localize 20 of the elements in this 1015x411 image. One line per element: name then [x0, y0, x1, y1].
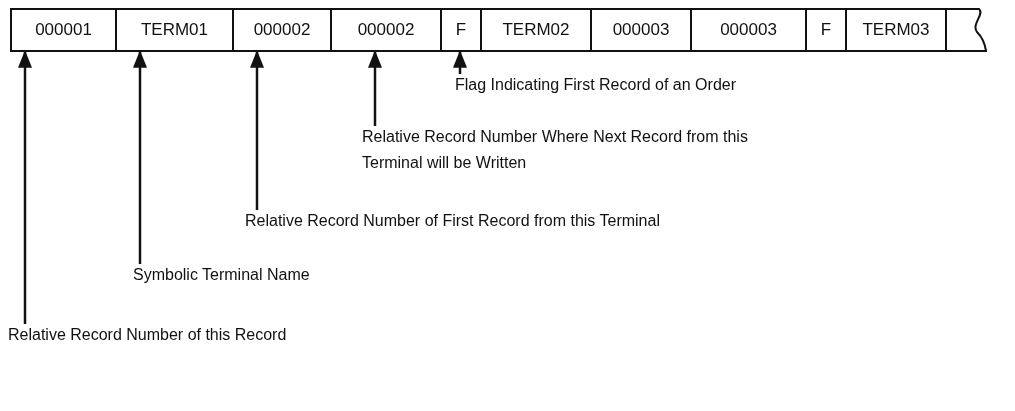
torn-record-end — [945, 8, 987, 52]
record-field: F — [805, 8, 847, 52]
leader-arrow — [250, 50, 264, 210]
record-field: 000002 — [232, 8, 332, 52]
leader-arrow — [368, 50, 382, 126]
record-field: 000003 — [590, 8, 692, 52]
callout-text: Flag Indicating First Record of an Order — [455, 72, 736, 98]
callout-text: Relative Record Number of First Record from this Terminal — [245, 208, 660, 234]
callout-text: Symbolic Terminal Name — [133, 262, 310, 288]
leader-arrow — [453, 50, 467, 74]
record-field: TERM02 — [480, 8, 592, 52]
leader-arrow — [133, 50, 147, 264]
callout-text: Relative Record Number Where Next Record from this Terminal will be Written — [362, 124, 782, 176]
record-field: 000001 — [10, 8, 117, 52]
record-field: 000003 — [690, 8, 807, 52]
record-field: F — [440, 8, 482, 52]
record-field: 000002 — [330, 8, 442, 52]
leader-arrow — [18, 50, 32, 324]
record-field: TERM01 — [115, 8, 234, 52]
callout-text: Relative Record Number of this Record — [8, 322, 287, 348]
